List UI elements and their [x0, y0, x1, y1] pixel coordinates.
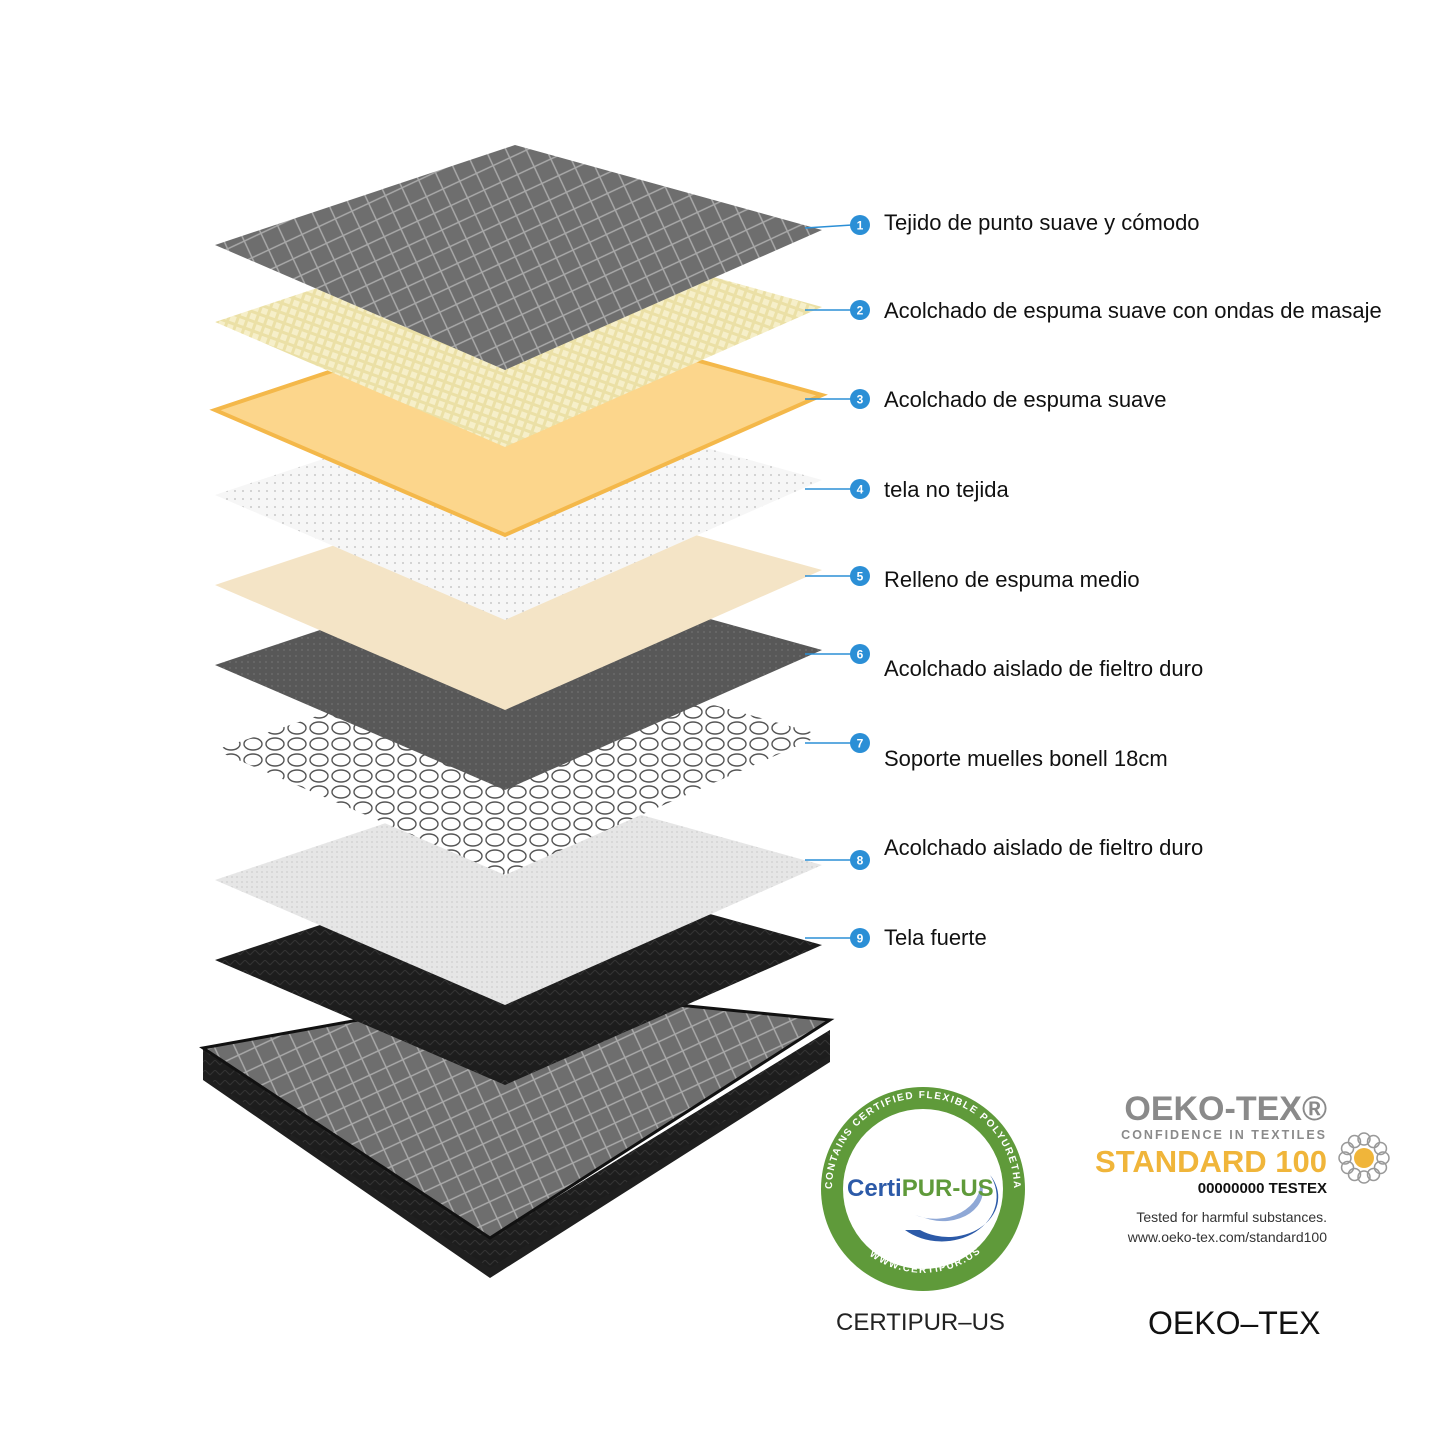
oeko-code: 00000000 TESTEX — [1197, 1180, 1327, 1197]
marker-number: 5 — [857, 570, 864, 584]
flower-petal — [1347, 1167, 1362, 1182]
layer-8 — [215, 780, 822, 1005]
layer-label: Tejido de punto suave y cómodo — [884, 210, 1200, 235]
marker-7 — [850, 733, 870, 753]
layer-label: Acolchado aislado de fieltro duro — [884, 835, 1204, 860]
oeko-url: www.oeko-tex.com/standard100 — [1127, 1229, 1327, 1245]
oeko-tested: Tested for harmful substances. — [1136, 1209, 1327, 1225]
marker-9 — [850, 928, 870, 948]
marker-number: 8 — [857, 854, 864, 868]
flower-petal — [1340, 1160, 1355, 1175]
flower-petal — [1338, 1151, 1352, 1165]
svg-text:CertiPUR-US: CertiPUR-US — [847, 1175, 994, 1202]
flower-petal — [1366, 1167, 1381, 1182]
marker-number: 2 — [857, 304, 864, 318]
marker-1 — [850, 215, 870, 235]
certipur-caption: CERTIPUR–US — [836, 1309, 1005, 1336]
layer-label: tela no tejida — [884, 477, 1009, 502]
layer-label: Acolchado aislado de fieltro duro — [884, 656, 1204, 681]
oeko-tagline: CONFIDENCE IN TEXTILES — [1121, 1128, 1327, 1142]
marker-number: 4 — [857, 483, 864, 497]
layer-1 — [215, 145, 822, 370]
marker-number: 7 — [857, 737, 864, 751]
flower-core — [1354, 1148, 1374, 1168]
marker-number: 9 — [857, 932, 864, 946]
marker-4 — [850, 479, 870, 499]
flower-petal — [1357, 1132, 1371, 1146]
marker-5 — [850, 566, 870, 586]
certipur-logo-b: PUR-US — [902, 1175, 994, 1202]
layer-label: Soporte muelles bonell 18cm — [884, 746, 1168, 771]
flower-petal — [1373, 1141, 1388, 1156]
marker-3 — [850, 389, 870, 409]
flower-petal — [1347, 1134, 1362, 1149]
flower-petal — [1376, 1151, 1390, 1165]
certipur-logo-a: Certi — [847, 1175, 902, 1202]
flower-petal — [1357, 1170, 1371, 1184]
oeko-standard: STANDARD 100 — [1095, 1144, 1327, 1179]
layer-label: Relleno de espuma medio — [884, 567, 1140, 592]
flower-petal — [1340, 1141, 1355, 1156]
marker-number: 3 — [857, 393, 864, 407]
marker-2 — [850, 300, 870, 320]
oeko-title: OEKO-TEX® — [1124, 1090, 1327, 1128]
flower-petal — [1366, 1134, 1381, 1149]
oeko-flower-icon — [1338, 1132, 1390, 1184]
marker-8 — [850, 850, 870, 870]
marker-number: 6 — [857, 648, 864, 662]
flower-petal — [1373, 1160, 1388, 1175]
marker-number: 1 — [857, 219, 864, 233]
oeko-caption: OEKO–TEX — [1148, 1305, 1321, 1341]
leader-line — [804, 224, 853, 229]
layer-label: Acolchado de espuma suave — [884, 387, 1167, 412]
marker-6 — [850, 644, 870, 664]
layer-label: Acolchado de espuma suave con ondas de m… — [884, 298, 1382, 323]
layer-label: Tela fuerte — [884, 925, 987, 950]
